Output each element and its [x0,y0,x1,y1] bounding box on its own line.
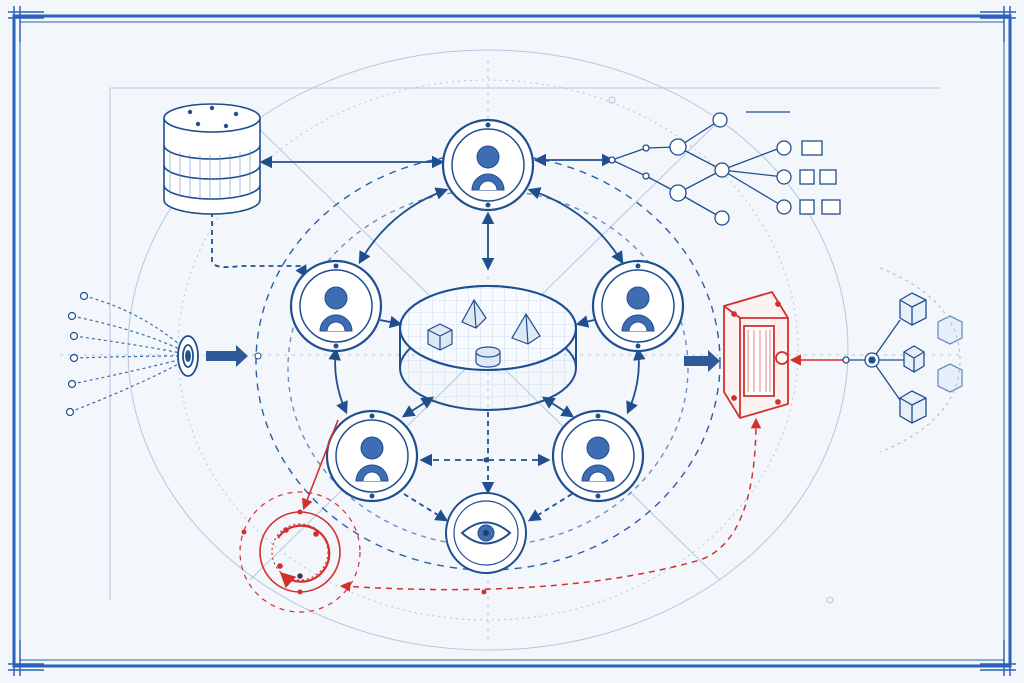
agent-to-loop-link [302,419,339,511]
agent-node-left[interactable] [289,259,383,353]
feedback-loop[interactable] [239,491,361,613]
cube-icon [899,390,927,424]
loop-to-output-link [339,417,762,592]
pyramid-shape [511,312,541,345]
junction-dot [481,589,487,595]
sensor-icon [177,335,199,377]
cube-cluster [842,267,963,453]
cylinder-shape [475,346,501,368]
database-icon[interactable] [163,103,261,215]
observer-node[interactable] [445,492,527,574]
junction-dot [254,352,262,360]
user-icon [471,145,505,191]
user-icon [319,286,353,332]
cube-shape [427,323,453,351]
agent-node-bottom-left[interactable] [325,409,419,503]
output-arrow [684,350,720,372]
agent-node-top[interactable] [441,118,535,212]
pyramid-shape [461,298,487,329]
output-frame-icon[interactable] [723,290,789,420]
orbit-markers [333,122,641,499]
shared-workspace [399,285,577,411]
border-frame [8,6,1016,676]
agent-node-bottom-right[interactable] [551,409,645,503]
user-icon [621,286,655,332]
tree-graph-icon [608,111,841,226]
agent-node-right[interactable] [591,259,685,353]
input-sensor [65,291,199,417]
input-arrow [206,345,248,367]
cube-icon [903,345,925,373]
loop-icon [277,524,331,589]
cube-icon [899,292,927,326]
